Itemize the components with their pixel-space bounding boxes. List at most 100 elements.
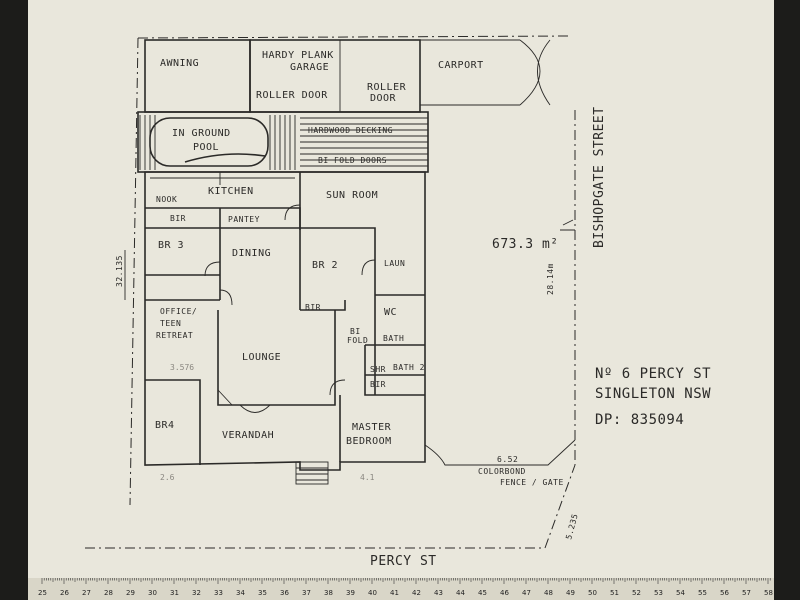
ruler-number: 48 (544, 589, 553, 597)
boundary-top (137, 35, 571, 39)
ruler-number: 50 (588, 589, 597, 597)
boundary-corner (544, 464, 576, 549)
pencil-note-3: 4.1 (360, 473, 375, 482)
label-dim-corner: 5.235 (564, 513, 580, 541)
label-master-2: BEDROOM (346, 436, 392, 447)
carport-gate (519, 39, 551, 106)
ruler-number: 33 (214, 589, 223, 597)
ruler-number: 32 (192, 589, 201, 597)
label-garage-line1: HARDY PLANK (262, 50, 334, 61)
ruler-number: 35 (258, 589, 267, 597)
carport-line (420, 39, 520, 106)
ruler-number: 40 (368, 589, 377, 597)
label-bir-br2: BIR (305, 303, 321, 312)
label-nook: NOOK (156, 195, 177, 204)
house-outline (144, 171, 426, 471)
label-bishopgate-street: BISHOPGATE STREET (592, 106, 607, 248)
label-awning: AWNING (160, 58, 199, 69)
ruler-number: 41 (390, 589, 399, 597)
label-bifold-1: BI (350, 327, 361, 336)
label-fence-2: FENCE / GATE (500, 478, 564, 487)
ruler-number: 27 (82, 589, 91, 597)
label-bath: BATH (383, 334, 404, 343)
label-bath2: BATH 2 (393, 363, 425, 372)
ruler-number: 49 (566, 589, 575, 597)
ruler-number: 25 (38, 589, 47, 597)
label-kitchen: KITCHEN (208, 186, 254, 197)
ruler-number: 47 (522, 589, 531, 597)
ruler-number: 51 (610, 589, 619, 597)
ruler-number: 37 (302, 589, 311, 597)
door-swings (204, 204, 376, 413)
ruler-number: 36 (280, 589, 289, 597)
label-roller-door-right-1: ROLLER (367, 82, 407, 93)
deck-boards (139, 115, 428, 170)
paper-sheet (28, 0, 774, 585)
ruler-number: 39 (346, 589, 355, 597)
label-dim-right: 28.14m (546, 263, 555, 295)
label-br2: BR 2 (312, 260, 338, 271)
label-office-1: OFFICE/ (160, 307, 197, 316)
label-dim-left: 32.135 (115, 255, 124, 287)
address-line-1: Nº 6 PERCY ST (595, 366, 711, 382)
label-roller-door-left: ROLLER DOOR (256, 90, 328, 101)
awning-outline (144, 39, 251, 113)
ruler-number: 57 (742, 589, 751, 597)
ruler-number: 55 (698, 589, 707, 597)
ruler-number: 58 (764, 589, 773, 597)
label-br3: BR 3 (158, 240, 184, 251)
interior-walls (145, 172, 425, 465)
label-site-area: 673.3 m² (492, 237, 559, 252)
boundary-left (129, 37, 139, 506)
label-dining: DINING (232, 248, 271, 259)
address-line-3: DP: 835094 (595, 412, 684, 428)
ruler-number: 45 (478, 589, 487, 597)
label-office-2: TEEN (160, 319, 181, 328)
area-arrow (560, 219, 575, 231)
colorbond-fence (424, 439, 576, 466)
ruler-number: 54 (676, 589, 685, 597)
label-bir-br3: BIR (170, 214, 186, 223)
label-pool-line1: IN GROUND (172, 128, 231, 139)
ruler-number: 46 (500, 589, 509, 597)
label-fence-1: COLORBOND (478, 467, 526, 476)
ruler-number: 42 (412, 589, 421, 597)
label-bifold-2: FOLD (347, 336, 368, 345)
label-lounge: LOUNGE (242, 352, 281, 363)
label-pool-line2: POOL (193, 142, 219, 153)
ruler-ticks (41, 578, 771, 584)
entry-steps (295, 461, 329, 485)
label-laun: LAUN (384, 259, 405, 268)
ruler-number: 31 (170, 589, 179, 597)
label-dim-front-right: 6.52 (497, 455, 518, 464)
pool-arc (184, 153, 266, 163)
ruler-number: 52 (632, 589, 641, 597)
ruler-number: 26 (60, 589, 69, 597)
label-verandah: VERANDAH (222, 430, 274, 441)
pencil-note-1: 3.576 (170, 363, 194, 372)
ruler-number: 38 (324, 589, 333, 597)
label-roller-door-right-2: DOOR (370, 93, 397, 104)
label-sun-room: SUN ROOM (326, 190, 378, 201)
label-master-1: MASTER (352, 422, 392, 433)
label-bifold-doors: BI FOLD DOORS (318, 156, 387, 165)
label-office-3: RETREAT (156, 331, 193, 340)
ruler-number: 53 (654, 589, 663, 597)
label-garage-line2: GARAGE (290, 62, 329, 73)
ruler-number: 29 (126, 589, 135, 597)
ruler-number: 56 (720, 589, 729, 597)
ruler-number: 43 (434, 589, 443, 597)
pool-outline (149, 117, 269, 167)
label-pantry: PANTEY (228, 215, 260, 224)
label-carport: CARPORT (438, 60, 484, 71)
address-line-2: SINGLETON NSW (595, 386, 711, 402)
ruler-number: 34 (236, 589, 245, 597)
label-percy-st: PERCY ST (370, 554, 437, 569)
label-bir-master: BIR (370, 380, 386, 389)
label-shr: SHR (370, 365, 386, 374)
label-wc: WC (384, 307, 397, 318)
